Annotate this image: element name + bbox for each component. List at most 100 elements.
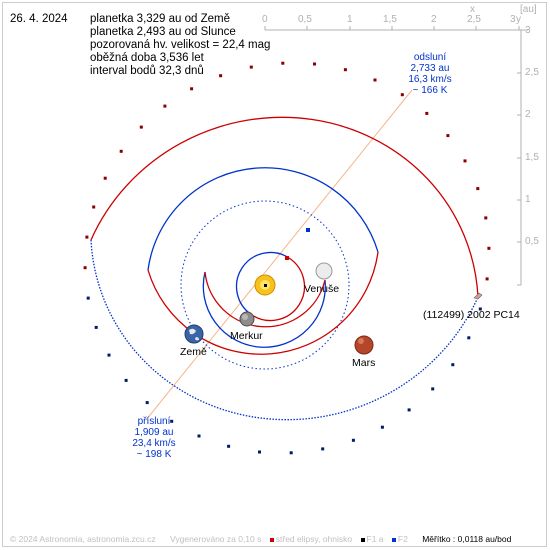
orbit-dot: [258, 450, 261, 454]
mars-orbit-near: [147, 251, 379, 355]
footer-generated: Vygenerováno za 0,10 s: [170, 534, 262, 544]
y-axis-label: y: [516, 14, 521, 25]
orbit-dot: [463, 159, 467, 163]
venus-label: Venuše: [304, 283, 340, 295]
y-tick-label: 0,5: [525, 236, 539, 247]
orbit-dot: [373, 78, 377, 82]
perihelion-temperature: ~ 198 K: [136, 449, 172, 460]
asteroid-orbit-above: [90, 116, 479, 298]
mercury-orbit-far: [235, 251, 290, 316]
info-line-distance-sun: planetka 2,493 au od Slunce: [90, 26, 236, 38]
x-tick-label: 1,5: [383, 14, 397, 25]
aphelion-distance: 2,733 au: [410, 63, 450, 74]
x-tick-label: 1: [347, 14, 353, 25]
orbit-dot: [92, 205, 96, 209]
y-tick-label: 1,5: [525, 152, 539, 163]
orbit-dot: [478, 307, 482, 311]
aphelion-title: odsluní: [413, 52, 447, 63]
orbit-dot: [289, 451, 293, 455]
orbit-dot: [107, 353, 111, 357]
earth-clouds: [189, 328, 199, 341]
legend-center-marker: [269, 537, 274, 542]
footer-f1: F1 a: [366, 534, 384, 544]
date-label: 26. 4. 2024: [10, 13, 68, 25]
asteroid-icon: [473, 292, 483, 300]
asteroid-label: (112499) 2002 PC14: [423, 309, 520, 321]
orbit-dot: [170, 419, 174, 423]
info-line-distance-earth: planetka 3,329 au od Země: [90, 13, 231, 25]
info-line-period: oběžná doba 3,536 let: [90, 52, 204, 64]
venus-icon: [315, 262, 333, 280]
y-tick-label: 2,5: [525, 67, 539, 78]
mercury-highlight: [242, 314, 248, 320]
legend-f2-marker: [391, 537, 396, 542]
orbit-dot: [190, 87, 194, 91]
mercury-label: Merkur: [230, 330, 263, 342]
y-tick-label: 1: [525, 194, 531, 205]
x-tick-label: 0: [262, 14, 268, 25]
orbit-dot: [86, 296, 90, 300]
y-tick-label: 2: [525, 109, 531, 120]
footer-f2: F2: [397, 534, 408, 544]
footer-bar: © 2024 Astronomia, astronomia.zcu.cz Vyg…: [10, 534, 511, 544]
mars-orbit-far: [147, 167, 379, 271]
orbit-dot: [197, 434, 201, 438]
orbit-dot: [83, 266, 87, 270]
orbit-dot: [343, 68, 347, 72]
orbit-dot: [139, 125, 143, 129]
info-line-magnitude: pozorovaná hv. velikost = 22,4 mag: [90, 39, 271, 51]
aphelion-speed: 16,3 km/s: [408, 74, 452, 85]
orbit-dot: [103, 176, 107, 180]
orbit-dot: [124, 378, 128, 382]
x-tick-label: 3: [510, 14, 516, 25]
mars-highlight: [358, 338, 364, 344]
orbit-dot: [400, 93, 404, 97]
y-tick-label: 3: [525, 25, 531, 36]
orbit-dot: [145, 401, 149, 405]
orbit-dot: [484, 216, 488, 220]
orbit-dot: [407, 408, 411, 412]
x-tick-label: 2: [431, 14, 437, 25]
focus-f2-marker: [306, 228, 310, 232]
orbit-dot: [380, 425, 384, 429]
orbit-dot: [281, 61, 285, 65]
orbit-dot: [485, 277, 489, 281]
perihelion-title: přísluní: [137, 416, 171, 427]
perihelion-speed: 23,4 km/s: [132, 438, 176, 449]
venus-orbit-near: [204, 271, 326, 328]
orbit-dot: [163, 104, 167, 108]
focus-f1-marker: [264, 284, 267, 287]
earth-label: Země: [180, 346, 207, 358]
orbit-dot: [94, 325, 98, 329]
ellipse-center-marker: [285, 256, 289, 260]
mars-label: Mars: [352, 357, 376, 369]
asteroid-orbit-below: [90, 239, 479, 421]
orbit-dot: [451, 363, 455, 367]
orbit-dot: [249, 65, 253, 69]
asteroid-position-dots: [83, 61, 491, 455]
mars-icon: [354, 335, 374, 355]
orbit-dot: [467, 336, 471, 340]
axis-unit-label: [au]: [520, 4, 537, 15]
orbit-dot: [119, 149, 123, 153]
earth-orbit: [180, 200, 350, 370]
info-line-interval: interval bodů 32,3 dnů: [90, 65, 204, 77]
orbit-dot: [476, 187, 480, 191]
aphelion-temperature: ~ 166 K: [412, 85, 448, 96]
orbit-dot: [446, 134, 450, 138]
x-axis-label: x: [470, 4, 475, 15]
legend-f1-marker: [360, 537, 365, 542]
venus-orbit-far: [202, 271, 326, 348]
footer-scale: Měřítko : 0,0118 au/bod: [422, 534, 512, 544]
orbit-dot: [431, 387, 435, 391]
orbit-dot: [227, 444, 231, 448]
mercury-orbit-near: [251, 257, 306, 322]
orbit-dot: [313, 62, 316, 66]
apsis-line: [145, 89, 413, 421]
orbit-dot: [85, 235, 89, 239]
footer-copyright: © 2024 Astronomia, astronomia.zcu.cz: [10, 534, 156, 544]
earth-icon: [184, 324, 204, 344]
